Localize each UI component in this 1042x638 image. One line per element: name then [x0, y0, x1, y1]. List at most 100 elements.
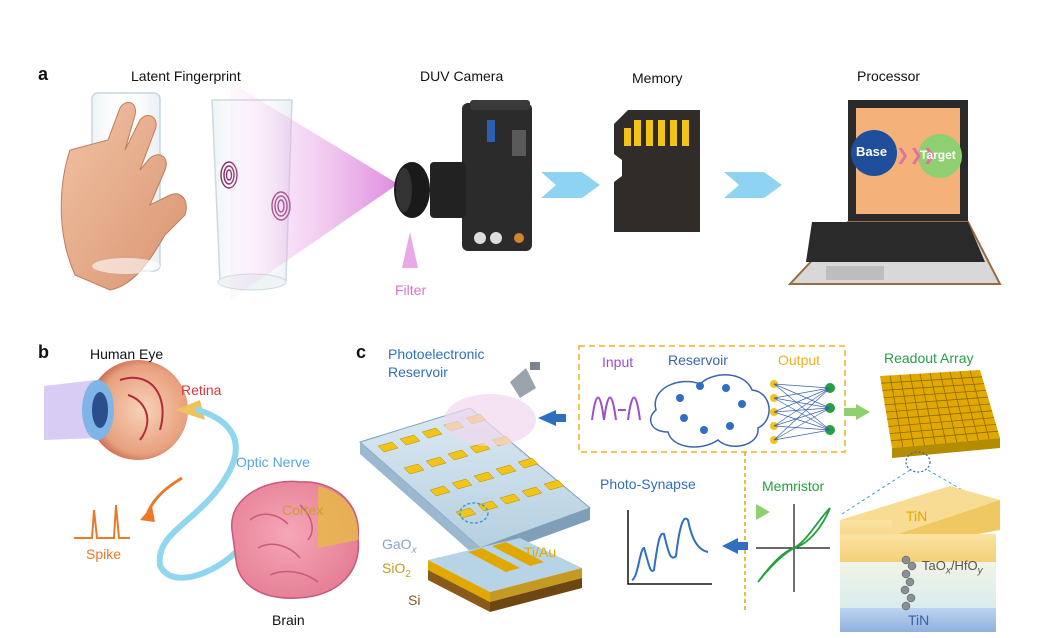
eye-illustration [44, 360, 205, 460]
electrode-pad [403, 463, 425, 475]
filter-marker [402, 232, 418, 268]
reservoir-cloud [649, 374, 770, 448]
label-latent-fingerprint: Latent Fingerprint [131, 68, 241, 84]
panel-letter-c: c [356, 342, 367, 362]
label-processor: Processor [857, 68, 921, 84]
label-reservoir: Reservoir [668, 352, 728, 368]
sd-card-icon [614, 110, 700, 232]
grid-line [939, 372, 958, 443]
grid-line [969, 370, 990, 440]
label-taox-hfoy: TaOx/HfOy [922, 558, 983, 577]
label-base: Base [856, 144, 888, 159]
zoom-circle [905, 451, 931, 473]
flow-arrow [541, 172, 600, 198]
label-photoelectronic: Photoelectronic [388, 346, 485, 362]
flow-arrow [856, 404, 870, 420]
label-tiau: Ti/Au [524, 544, 557, 560]
flow-arrow-tail [556, 414, 566, 422]
brain-illustration [231, 480, 360, 599]
electrode-pad [477, 500, 499, 512]
label-brain: Brain [272, 612, 305, 628]
electrode-pad [429, 485, 451, 497]
flow-arrow [538, 410, 556, 426]
memristor-device [840, 486, 1000, 632]
optic-nerve-path [156, 407, 243, 581]
flow-arrow [722, 538, 738, 554]
grid-line [885, 403, 991, 413]
zoom-line [841, 469, 911, 515]
connection-line [773, 429, 831, 441]
duv-camera [394, 100, 532, 251]
reservoir-node [738, 400, 746, 408]
label-cortex: Cortex [282, 502, 324, 518]
label-duv-camera: DUV Camera [420, 68, 504, 84]
connection-line [773, 383, 831, 389]
layer-stack [428, 538, 582, 612]
reservoir-node [676, 394, 684, 402]
grid-line [959, 371, 979, 441]
duv-light-beam [230, 82, 398, 300]
electrode-pad [377, 441, 399, 453]
reservoir-box [578, 345, 846, 453]
electrode-pad [521, 486, 543, 498]
input-trace [591, 396, 641, 421]
label-spike: Spike [86, 546, 122, 562]
flow-arrow [724, 172, 782, 198]
grid-line [888, 417, 995, 427]
flow-arrow-tail [844, 408, 856, 416]
grid-line [889, 424, 997, 434]
readout-array [880, 370, 1000, 458]
panel-letter-a: a [38, 64, 49, 84]
connection-line [773, 387, 831, 413]
connection-line [773, 407, 831, 441]
arrow-head [140, 506, 155, 522]
label-gaox: GaOx [382, 536, 417, 556]
connection-line [773, 387, 831, 399]
label-memory: Memory [632, 70, 683, 86]
laptop [787, 100, 1002, 285]
connection-line [773, 383, 831, 409]
label-sio2: SiO2 [382, 560, 411, 580]
electrode-pad [473, 471, 495, 483]
label-tin-top: TiN [906, 508, 928, 524]
electrode-pad [543, 479, 565, 491]
connection-line [773, 425, 831, 431]
zoom-circle [459, 502, 489, 524]
connection-line [773, 407, 831, 413]
grid-line [890, 430, 999, 442]
label-reservoir-word: Reservoir [388, 364, 448, 380]
electrode-pad [455, 507, 477, 519]
panel-letter-b: b [38, 342, 49, 362]
spike-trace [74, 504, 130, 539]
zoom-line [927, 469, 1001, 513]
base-circle [851, 130, 897, 176]
label-target: Target [920, 148, 956, 162]
electrode-pad [495, 464, 517, 476]
hand-holding-glass [60, 92, 187, 291]
label-memristor: Memristor [762, 478, 825, 494]
label-optic-nerve: Optic Nerve [236, 454, 310, 470]
reservoir-node [700, 426, 708, 434]
electrode-pad [399, 434, 421, 446]
label-human-eye: Human Eye [90, 346, 164, 362]
lamp-icon [510, 362, 540, 398]
grid-line [887, 410, 993, 420]
label-retina: Retina [181, 382, 222, 398]
flow-arrow [756, 504, 770, 520]
reservoir-node [696, 382, 704, 390]
label-input: Input [602, 354, 634, 370]
reservoir-node [680, 414, 688, 422]
target-circle [918, 134, 962, 178]
memristor-iv-plot [756, 504, 831, 592]
label-readout-array: Readout Array [884, 350, 974, 366]
connection-line [773, 407, 831, 427]
label-si: Si [408, 592, 421, 608]
electrode-pad [499, 493, 521, 505]
label-photo-synapse: Photo-Synapse [600, 476, 696, 492]
photo-synapse-plot [627, 510, 712, 585]
label-output: Output [778, 352, 821, 368]
connection-line [773, 387, 831, 427]
electrode-pad [447, 449, 469, 461]
connection-line [773, 387, 831, 441]
